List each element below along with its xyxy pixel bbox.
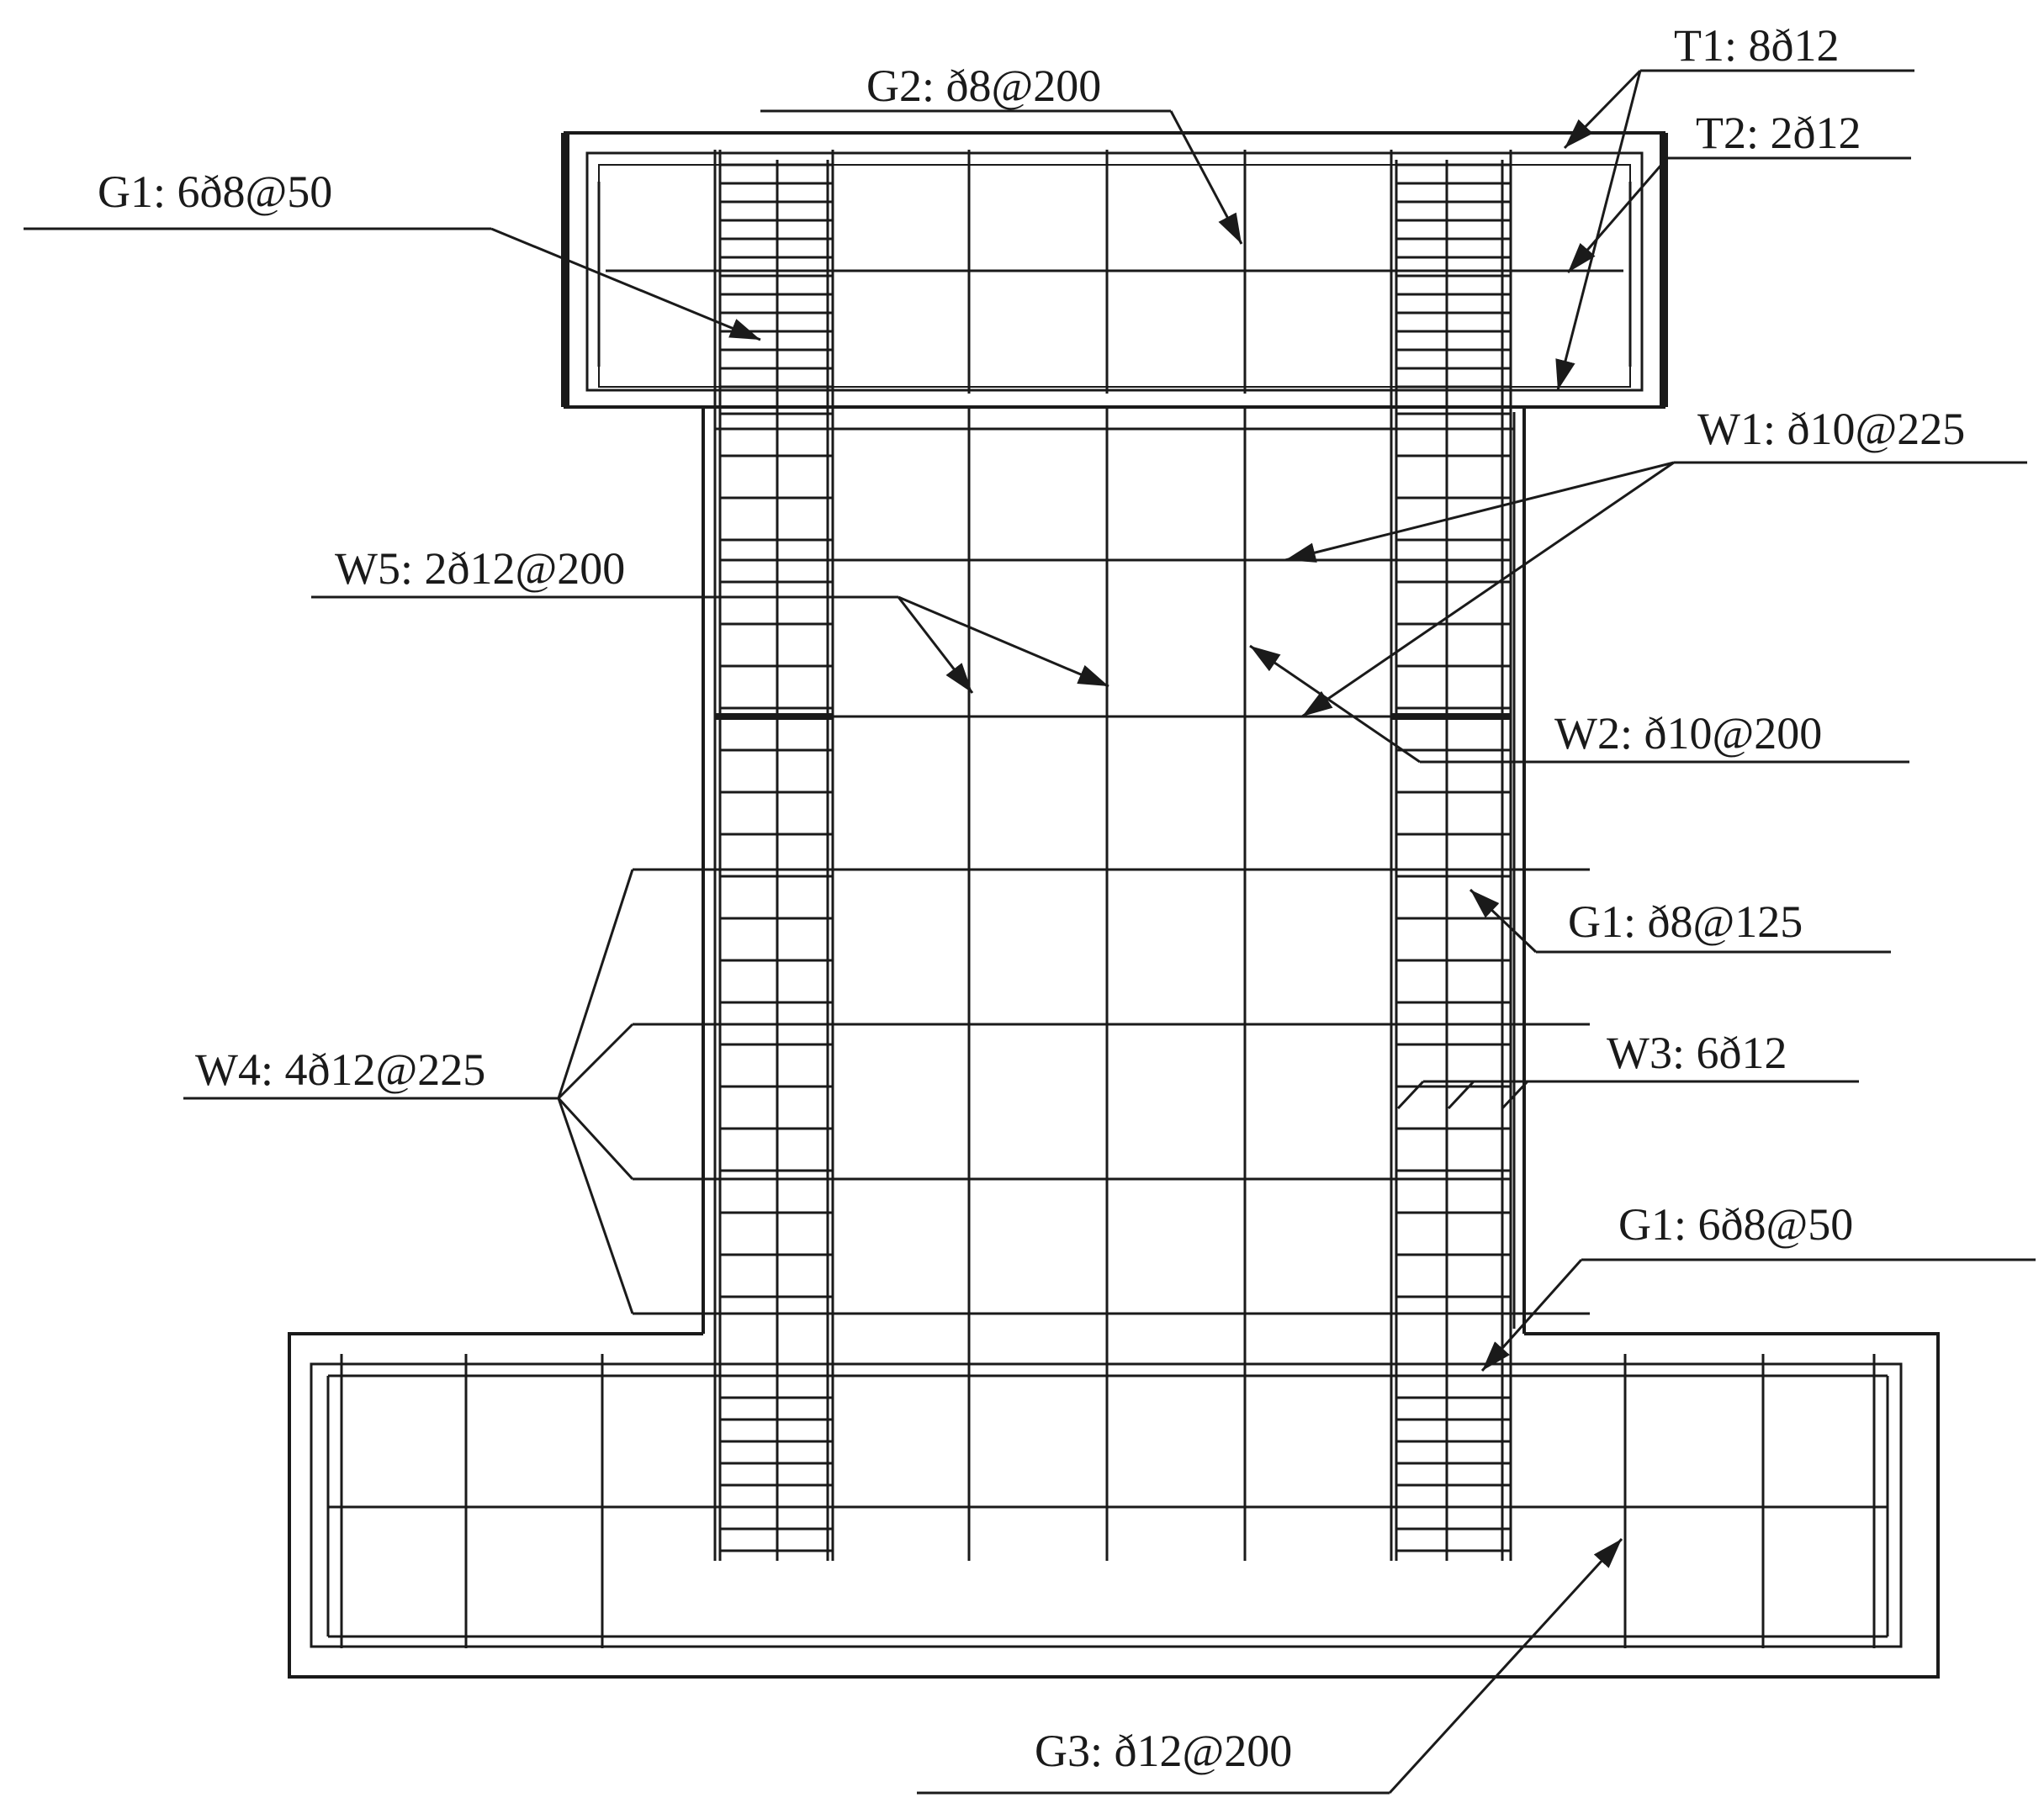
w4-fan [557, 1097, 634, 1314]
footing-rebar [310, 1354, 1903, 1648]
w1-arrow [1301, 461, 1675, 718]
label-w2: W2: ð10@200 [1554, 708, 1822, 759]
t2-arrow [1566, 157, 1669, 273]
w1-arrow [1284, 461, 1675, 563]
label-w4: W4: 4ð12@225 [195, 1044, 485, 1095]
wall-rebar [633, 150, 1590, 1561]
labels: T1: 8ð12 T2: 2ð12 G2: ð8@200 G1: 6ð8@50 … [98, 20, 1965, 1776]
g2-arrow [1169, 110, 1243, 245]
label-g1-mid: G1: ð8@125 [1568, 896, 1803, 947]
g1-top-arrow [490, 227, 761, 341]
label-g2: G2: ð8@200 [866, 61, 1101, 111]
w4-fan [557, 1097, 634, 1181]
label-g3: G3: ð12@200 [1035, 1726, 1292, 1776]
w4-fan [557, 1023, 634, 1100]
w3-tie [1501, 1080, 1529, 1110]
t1-arrow [1555, 70, 1642, 391]
label-g1-top: G1: 6ð8@50 [98, 167, 332, 217]
top-cap-stirrup-outer [585, 151, 1644, 392]
w4-fan [557, 869, 634, 1099]
column-stirrups [720, 163, 1511, 1552]
label-g1-bot: G1: 6ð8@50 [1618, 1199, 1853, 1250]
g3-arrow [1388, 1537, 1623, 1795]
label-w5: W5: 2ð12@200 [335, 543, 625, 594]
w5-arrow [898, 595, 1109, 688]
t1-arrow [1563, 69, 1642, 150]
label-w3: W3: 6ð12 [1607, 1028, 1787, 1078]
w2-arrow [1249, 644, 1421, 764]
top-cap-rebar [585, 150, 1644, 394]
g1-mid-arrow [1469, 888, 1538, 954]
w5-arrow [897, 596, 974, 694]
g1-bot-arrow [1480, 1259, 1583, 1372]
leaders [24, 69, 2036, 1795]
footing-outline [288, 1332, 1940, 1679]
label-t2: T2: 2ð12 [1696, 108, 1861, 158]
label-t1: T1: 8ð12 [1674, 20, 1840, 71]
label-w1: W1: ð10@225 [1697, 404, 1965, 454]
